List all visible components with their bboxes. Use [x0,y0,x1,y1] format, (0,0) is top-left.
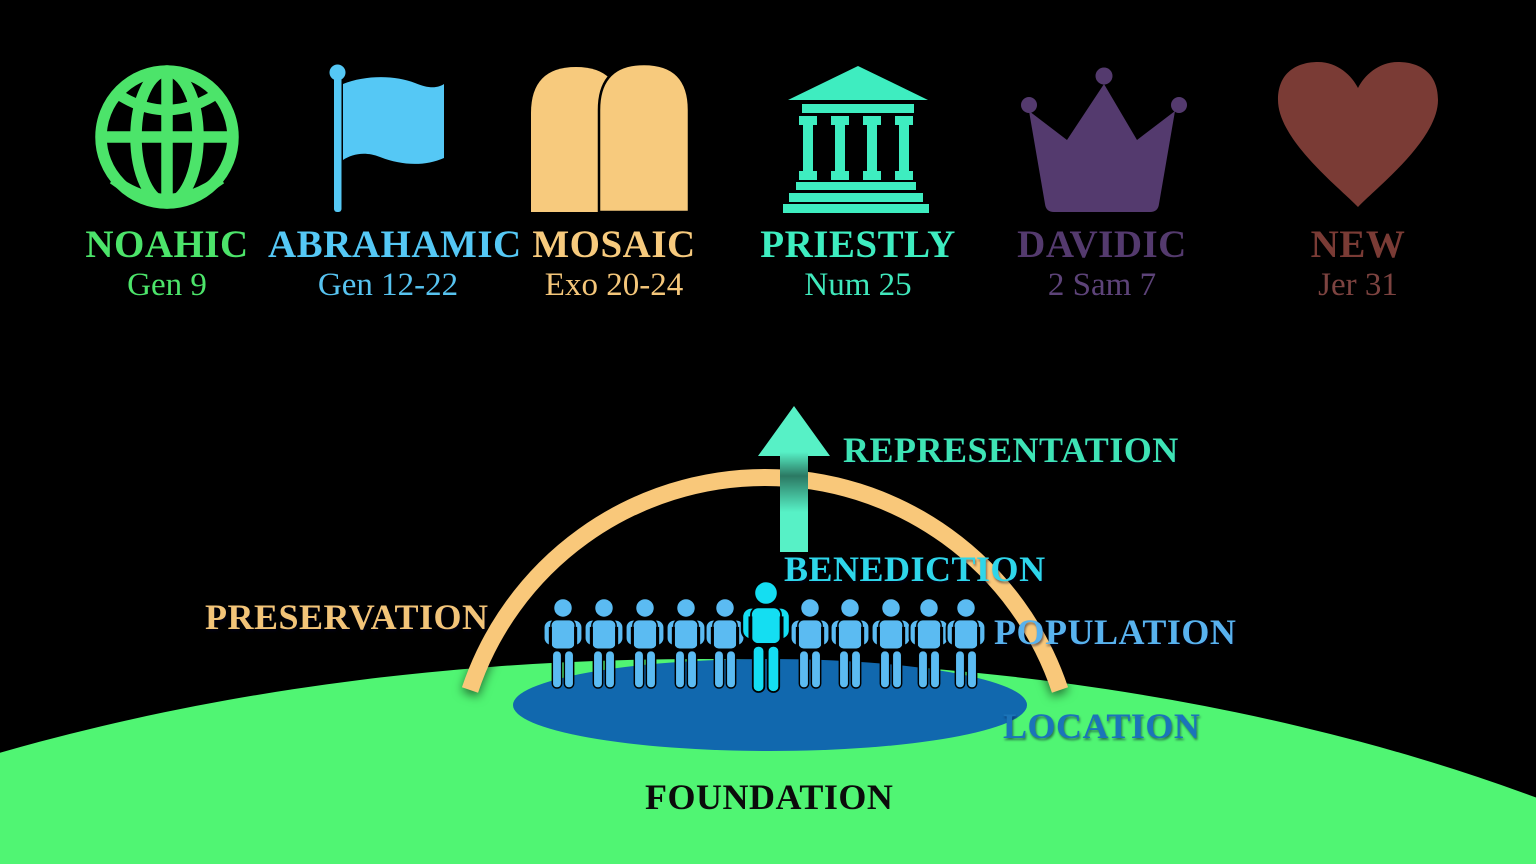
covenant-reference: Jer 31 [1318,267,1398,303]
covenant-reference: Exo 20-24 [544,267,684,303]
label-population: POPULATION [994,612,1237,652]
covenant-name: PRIESTLY [760,223,956,266]
covenant-mosaic: MOSAIC Exo 20-24 [494,58,734,304]
person-icon [542,597,584,689]
covenant-reference: Gen 9 [127,267,207,303]
covenant-name: ABRAHAMIC [268,223,522,266]
crown-icon [1021,67,1187,212]
covenant-new: NEW Jer 31 [1238,58,1478,304]
covenant-name: DAVIDIC [1017,223,1187,266]
covenant-reference: Num 25 [804,267,912,303]
covenant-reference: Gen 12-22 [317,267,459,303]
covenant-priestly: PRIESTLY Num 25 [738,58,978,304]
label-location: LOCATION [1003,706,1201,746]
arch-icon [461,469,1069,693]
covenant-name: NOAHIC [85,223,249,266]
covenant-davidic: DAVIDIC 2 Sam 7 [982,58,1222,304]
heart-icon [1278,62,1438,207]
covenant-reference: 2 Sam 7 [1047,267,1157,303]
temple-icon [783,66,929,213]
globe-icon [95,65,239,209]
label-preservation: PRESERVATION [205,597,489,637]
up-arrow-icon [758,406,830,552]
people-row-icon [542,579,987,694]
label-foundation: FOUNDATION [645,777,894,817]
label-representation: REPRESENTATION [843,430,1179,470]
covenant-abrahamic: ABRAHAMIC Gen 12-22 [268,58,522,304]
covenant-name: NEW [1310,223,1406,266]
label-benediction: BENEDICTION [784,549,1046,589]
tablets-icon [531,62,691,214]
flag-icon [329,64,444,212]
covenant-name: MOSAIC [532,223,696,266]
covenant-noahic: NOAHIC Gen 9 [47,58,287,304]
